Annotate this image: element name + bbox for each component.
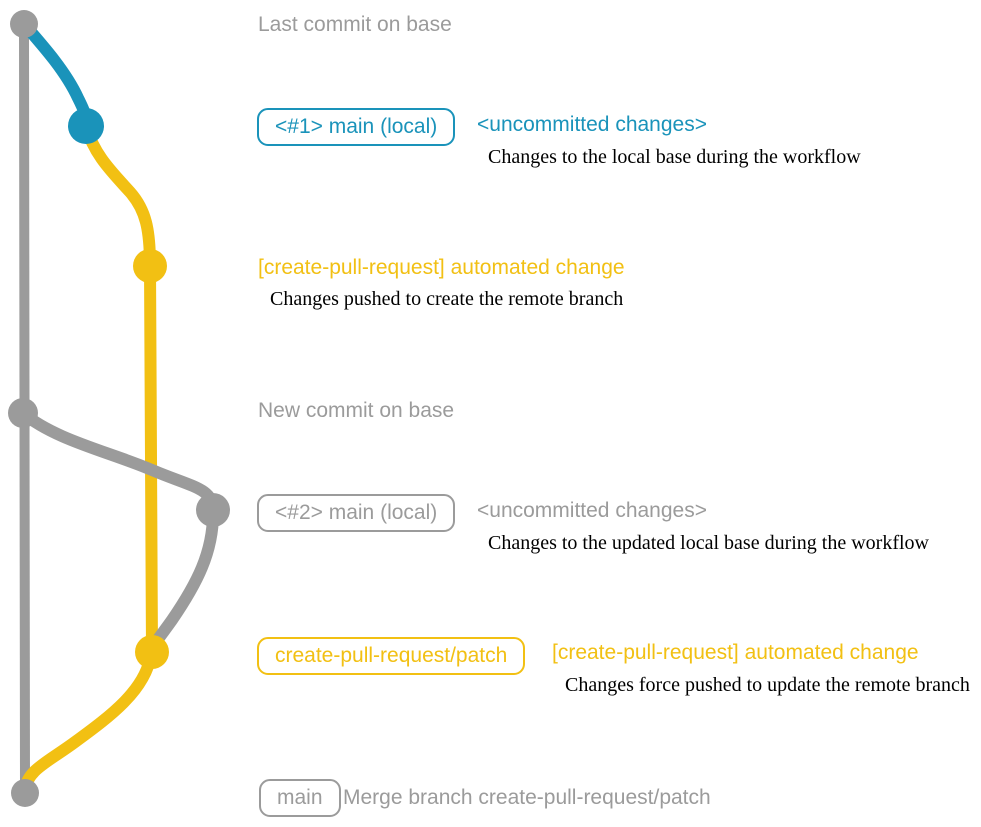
commit-node-automated-change-1 — [133, 249, 167, 283]
commit-node-merge — [11, 779, 39, 807]
new-commit-label: New commit on base — [258, 399, 455, 422]
patch-branch-line-2 — [144, 260, 158, 658]
uncommitted-changes-heading-2: <uncommitted changes> — [477, 499, 707, 522]
commit-node-last-base — [10, 10, 38, 38]
git-graph — [8, 10, 230, 807]
updated-local-main-branch-line — [17, 407, 219, 516]
commit-node-new-base — [8, 398, 38, 428]
last-commit-label: Last commit on base — [258, 13, 452, 36]
uncommitted-changes-caption-1: Changes to the local base during the wor… — [488, 146, 861, 168]
commit-node-automated-change-2 — [135, 635, 169, 669]
commit-node-local-main-1 — [68, 108, 104, 144]
automated-change-heading-2: [create-pull-request] automated change — [552, 641, 919, 664]
force-push-line — [146, 504, 220, 658]
badge-patch-branch: create-pull-request/patch — [257, 637, 526, 675]
automated-change-caption-2: Changes force pushed to update the remot… — [565, 674, 970, 696]
badge-main: main — [259, 779, 341, 817]
automated-change-caption-1: Changes pushed to create the remote bran… — [270, 288, 624, 310]
badge-main-local-2: <#2> main (local) — [257, 494, 456, 532]
uncommitted-changes-heading-1: <uncommitted changes> — [477, 113, 707, 136]
commit-node-local-main-2 — [196, 493, 230, 527]
automated-change-heading-1: [create-pull-request] automated change — [258, 256, 625, 279]
uncommitted-changes-caption-2: Changes to the updated local base during… — [488, 532, 929, 554]
merge-label: Merge branch create-pull-request/patch — [343, 786, 711, 809]
merge-line — [19, 649, 157, 796]
patch-branch-line-1 — [80, 120, 156, 272]
badge-main-local-1: <#1> main (local) — [257, 108, 456, 146]
